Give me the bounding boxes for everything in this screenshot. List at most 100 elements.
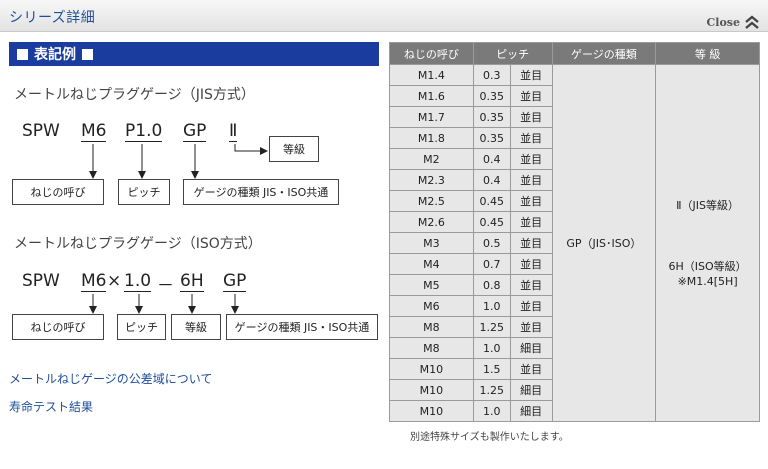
iso-code-dash: － [157, 276, 174, 296]
jis-title: メートルねじプラグゲージ（JIS方式） [14, 87, 255, 103]
cell-pitch: 1.25 [472, 316, 511, 338]
header-pitch: ピッチ [472, 42, 553, 65]
cell-pitch-type: 並目 [509, 148, 553, 170]
footnote: 別途特殊サイズも製作いたします。 [410, 432, 569, 443]
cell-thread: M10 [389, 358, 474, 380]
cell-thread: M2 [389, 148, 474, 170]
cell-gauge-type: GP（JIS･ISO） [551, 64, 657, 422]
cell-pitch-type: 並目 [509, 211, 553, 233]
cell-pitch: 1.25 [472, 379, 511, 401]
iso-box-pitch: ピッチ [117, 314, 166, 340]
cell-pitch: 0.4 [472, 169, 511, 191]
cell-pitch: 1.0 [472, 400, 511, 422]
jis-code-grade: Ⅱ [229, 121, 238, 142]
legend-bar: 表記例 [9, 42, 379, 66]
cell-pitch: 0.35 [472, 85, 511, 107]
cell-pitch-type: 並目 [509, 169, 553, 191]
square-icon [17, 48, 28, 60]
jis-box-pitch: ピッチ [118, 179, 170, 205]
jis-code-series: SPW [22, 121, 60, 141]
cell-grade: Ⅱ（JIS等級） 6H（ISO等級）※M1.4[5H] [655, 64, 760, 422]
cell-pitch: 1.0 [472, 295, 511, 317]
cell-pitch-type: 並目 [509, 295, 553, 317]
cell-pitch-type: 並目 [509, 232, 553, 254]
jis-code-pitch: P1.0 [125, 121, 163, 142]
cell-pitch-type: 並目 [509, 190, 553, 212]
cell-pitch: 0.8 [472, 274, 511, 296]
iso-code-pitch: 1.0 [124, 271, 152, 292]
life-test-link[interactable]: 寿命テスト結果 [9, 400, 94, 414]
iso-code-series: SPW [22, 271, 60, 291]
cell-pitch: 0.35 [472, 127, 511, 149]
cell-pitch-type: 並目 [509, 316, 553, 338]
grade-iso: 6H（ISO等級） [668, 259, 747, 273]
iso-box-grade: 等級 [171, 314, 221, 340]
grade-iso-note: ※M1.4[5H] [677, 274, 738, 288]
cell-pitch: 1.5 [472, 358, 511, 380]
cell-thread: M2.3 [389, 169, 474, 191]
iso-code-size: M6 [81, 271, 107, 292]
notation-arrows [89, 144, 268, 314]
close-button[interactable]: Close [707, 14, 760, 30]
cell-thread: M1.6 [389, 85, 474, 107]
cell-pitch: 0.35 [472, 106, 511, 128]
cell-thread: M2.5 [389, 190, 474, 212]
jis-box-grade: 等級 [269, 136, 319, 162]
iso-title: メートルねじプラグゲージ（ISO方式） [14, 236, 262, 252]
legend-label: 表記例 [34, 47, 76, 63]
cell-pitch: 0.45 [472, 190, 511, 212]
cell-pitch: 0.45 [472, 211, 511, 233]
cell-thread: M10 [389, 400, 474, 422]
cell-thread: M1.7 [389, 106, 474, 128]
header-gauge-type: ゲージの種類 [551, 42, 657, 65]
cell-thread: M6 [389, 295, 474, 317]
tolerance-link[interactable]: メートルねじゲージの公差域について [9, 372, 213, 386]
cell-thread: M1.4 [389, 64, 474, 86]
cell-pitch: 0.3 [472, 64, 511, 86]
cell-pitch: 0.7 [472, 253, 511, 275]
square-icon [82, 48, 93, 60]
cell-thread: M8 [389, 337, 474, 359]
cell-thread: M1.8 [389, 127, 474, 149]
cell-pitch-type: 並目 [509, 64, 553, 86]
close-double-chevron-up-icon [745, 15, 759, 29]
iso-code-times: × [107, 271, 122, 291]
cell-thread: M5 [389, 274, 474, 296]
cell-pitch-type: 並目 [509, 274, 553, 296]
cell-pitch-type: 並目 [509, 253, 553, 275]
cell-pitch: 0.4 [472, 148, 511, 170]
cell-thread: M3 [389, 232, 474, 254]
jis-box-gauge: ゲージの種類 JIS・ISO共通 [183, 179, 339, 205]
cell-pitch-type: 細目 [509, 400, 553, 422]
iso-code-grade: 6H [180, 271, 204, 292]
cell-thread: M2.6 [389, 211, 474, 233]
header-title: シリーズ詳細 [9, 10, 96, 26]
cell-pitch-type: 並目 [509, 106, 553, 128]
cell-thread: M8 [389, 316, 474, 338]
grade-jis: Ⅱ（JIS等級） [676, 198, 740, 212]
header-grade: 等 級 [655, 42, 760, 65]
section-header: シリーズ詳細 Close [0, 0, 768, 32]
close-label: Close [706, 15, 740, 29]
table-header-row: ねじの呼び ピッチ ゲージの種類 等 級 [389, 42, 760, 65]
jis-box-thread: ねじの呼び [12, 179, 104, 205]
iso-box-gauge: ゲージの種類 JIS・ISO共通 [226, 314, 378, 340]
cell-pitch-type: 細目 [509, 379, 553, 401]
cell-thread: M10 [389, 379, 474, 401]
cell-pitch-type: 並目 [509, 85, 553, 107]
jis-code-size: M6 [81, 121, 107, 142]
